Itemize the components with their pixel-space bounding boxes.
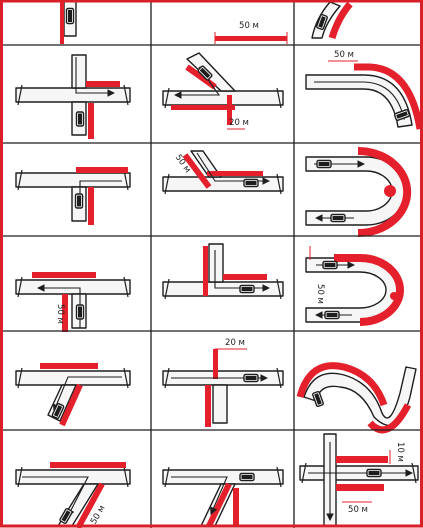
road — [16, 371, 130, 385]
vehicle-window — [78, 114, 82, 125]
vehicle-window — [333, 216, 344, 220]
distance-label: 20 м — [225, 338, 245, 348]
vehicle — [323, 262, 337, 269]
red-marking — [76, 167, 128, 173]
road — [16, 280, 130, 294]
road — [213, 385, 227, 423]
red-marking — [336, 484, 384, 491]
vehicle-window — [246, 181, 257, 185]
vehicle — [240, 474, 254, 481]
red-marking — [384, 185, 396, 197]
vehicle — [317, 161, 331, 168]
distance-label: 50 м — [334, 50, 354, 60]
vehicle-window — [327, 313, 338, 317]
red-marking — [213, 349, 218, 379]
red-marking — [336, 456, 388, 463]
vehicle-window — [246, 376, 257, 380]
red-marking — [88, 187, 94, 225]
red-marking — [207, 171, 263, 176]
red-marking — [205, 385, 211, 427]
vehicle — [77, 305, 84, 319]
vehicle — [331, 215, 345, 222]
vehicle — [76, 194, 83, 208]
distance-label: 50 м — [348, 505, 368, 515]
vehicle-window — [242, 287, 253, 291]
red-marking — [88, 103, 94, 139]
red-marking — [86, 81, 120, 87]
vehicle-window — [325, 263, 336, 267]
red-marking — [223, 274, 267, 280]
red-marking — [215, 36, 287, 41]
vehicle-window — [78, 307, 82, 318]
vehicle-window — [242, 475, 253, 479]
vehicle — [244, 180, 258, 187]
distance-label: 50 м — [315, 284, 325, 304]
vehicle-window — [77, 196, 81, 207]
road — [16, 88, 130, 102]
red-marking — [203, 246, 208, 296]
road — [16, 173, 130, 187]
distance-label: 10 м — [395, 442, 405, 462]
red-marking — [32, 272, 96, 278]
vehicle-window — [319, 162, 330, 166]
road — [163, 177, 283, 191]
vehicle — [367, 470, 381, 477]
distance-label: 20 м — [229, 118, 249, 128]
vehicle — [325, 312, 339, 319]
red-marking — [390, 292, 398, 300]
distance-label: 50 м — [239, 21, 259, 31]
red-marking — [50, 462, 126, 468]
vehicle — [67, 9, 74, 24]
road — [163, 91, 283, 105]
red-marking — [233, 488, 239, 526]
road — [209, 244, 223, 282]
road — [72, 55, 86, 88]
road — [163, 282, 283, 296]
red-marking — [40, 363, 98, 369]
vehicle-window — [369, 471, 380, 475]
vehicle — [77, 112, 84, 126]
vehicle — [244, 375, 258, 382]
distance-label: 50 м — [55, 304, 65, 324]
red-marking — [60, 0, 64, 44]
red-marking — [171, 105, 235, 110]
vehicle — [240, 286, 254, 293]
vehicle-window — [68, 10, 72, 22]
